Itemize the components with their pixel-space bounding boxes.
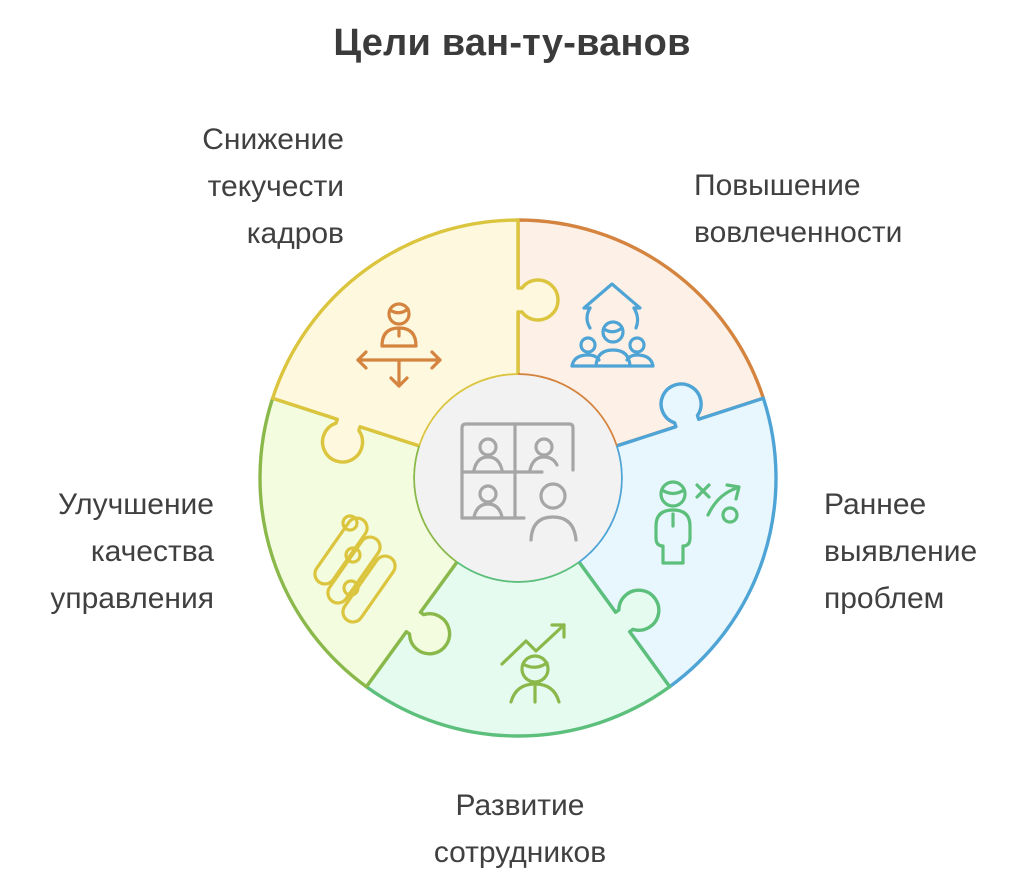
center-hub: [415, 375, 621, 581]
linked-capsules-icon: [313, 514, 397, 624]
inner-arc-development: [413, 445, 459, 563]
label-management: Улучшение качества управления: [50, 488, 214, 615]
person-growth-chart-icon: [500, 623, 566, 704]
diagram-title: Цели ван-ту-ванов: [333, 22, 691, 64]
segment-icons: [313, 282, 741, 704]
inner-arc-retention: [517, 373, 618, 447]
person-strategy-plan-icon: [654, 480, 741, 565]
center-circle: [415, 375, 621, 581]
video-meeting-grid-icon: [460, 422, 578, 542]
label-retention: Снижение текучести кадров: [202, 123, 344, 250]
label-development: Развитие сотрудников: [433, 789, 607, 869]
label-engagement: Повышение вовлеченности: [694, 169, 903, 249]
inner-arc-management: [418, 373, 519, 447]
inner-arc-engagement: [577, 445, 623, 563]
team-growth-arrow-icon: [570, 282, 655, 368]
label-early-detection: Раннее выявление проблем: [824, 488, 978, 615]
person-directions-arrows-icon: [356, 302, 442, 388]
